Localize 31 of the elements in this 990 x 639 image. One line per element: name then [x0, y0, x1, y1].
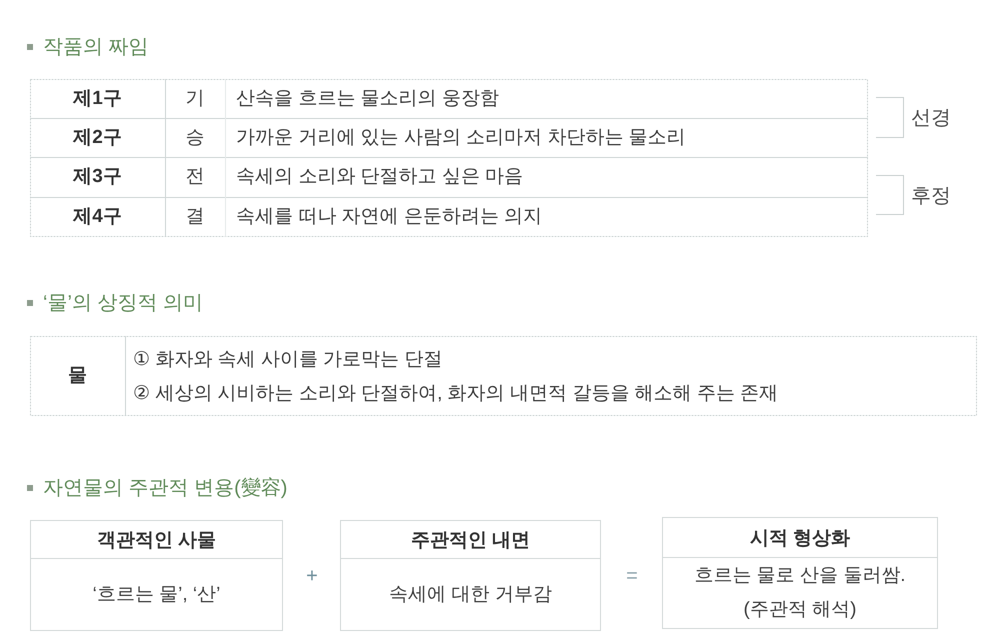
list-item: ② 세상의 시비하는 소리와 단절하여, 화자의 내면적 갈등을 해소해 주는 존재	[133, 382, 778, 406]
plus-sign: +	[306, 564, 318, 588]
row-header: 제2구	[73, 126, 122, 150]
verse-description: 속세를 떠나 자연에 은둔하려는 의지	[236, 204, 542, 228]
box-text: 흐르는 물로 산을 둘러쌈. (주관적 해석)	[693, 564, 907, 622]
box-heading: 시적 형상화	[750, 526, 850, 550]
equals-sign: =	[626, 564, 638, 588]
row-header: 물	[68, 364, 87, 388]
row-header: 제4구	[73, 204, 122, 228]
structure-label: 기	[186, 86, 204, 110]
structure-label: 전	[186, 165, 204, 189]
section-heading: 자연물의 주관적 변용(變容)	[43, 476, 288, 500]
concept-box	[662, 517, 938, 629]
row-header: 제1구	[73, 86, 122, 110]
structure-label: 승	[186, 126, 204, 150]
verse-description: 가까운 거리에 있는 사람의 소리마저 차단하는 물소리	[236, 126, 686, 150]
box-heading: 주관적인 내면	[410, 528, 530, 552]
row-header: 제3구	[73, 165, 122, 189]
section-heading: ‘물’의 상징적 의미	[43, 290, 203, 316]
bracket-label: 선경	[911, 106, 951, 130]
box-text: 속세에 대한 거부감	[389, 582, 552, 606]
verse-description: 속세의 소리와 단절하고 싶은 마음	[236, 165, 524, 189]
box-text: ‘흐르는 물’, ‘산’	[92, 582, 220, 606]
verse-description: 산속을 흐르는 물소리의 웅장함	[236, 86, 499, 110]
structure-label: 결	[186, 204, 204, 228]
concept-box	[30, 520, 283, 631]
box-heading: 객관적인 사물	[96, 528, 216, 552]
list-item: ① 화자와 속세 사이를 가로막는 단절	[133, 348, 442, 372]
concept-box	[340, 520, 601, 631]
bracket-label: 후정	[911, 184, 951, 208]
section-heading: 작품의 짜임	[43, 34, 149, 60]
